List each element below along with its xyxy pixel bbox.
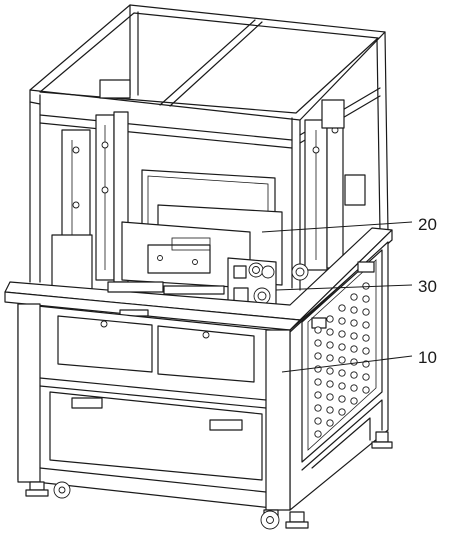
right-guide-rails — [304, 99, 366, 271]
upper-frame — [29, 4, 389, 291]
perforation-hole — [350, 371, 358, 379]
perforation-hole — [338, 343, 346, 351]
perforation-hole — [362, 321, 370, 329]
callout-label-10: 10 — [418, 348, 437, 367]
perforation-hole — [314, 365, 322, 373]
perforation-hole — [350, 358, 358, 366]
perforation-hole — [350, 306, 358, 314]
perforation-hole — [314, 326, 322, 334]
perforation-hole — [350, 345, 358, 353]
perforation-hole — [326, 380, 334, 388]
table-top — [4, 227, 393, 331]
perforation-hole — [362, 282, 370, 290]
perforation-hole — [362, 386, 370, 394]
perforation-hole — [350, 384, 358, 392]
perforation-hole — [350, 332, 358, 340]
perforation-hole — [362, 373, 370, 381]
perforation-hole — [362, 360, 370, 368]
perforation-hole — [338, 395, 346, 403]
perforation-hole — [314, 430, 322, 438]
perforation-hole — [362, 347, 370, 355]
left-guide-rails — [51, 79, 131, 291]
callout-label-20: 20 — [418, 215, 437, 234]
perforation-hole — [326, 315, 334, 323]
perforation-hole — [314, 352, 322, 360]
perforation-hole — [314, 404, 322, 412]
perforation-hole — [350, 397, 358, 405]
perforation-hole — [362, 308, 370, 316]
perforation-hole — [338, 369, 346, 377]
leader-20 — [261, 221, 413, 233]
perforation-hole — [326, 419, 334, 427]
perforation-hole — [314, 378, 322, 386]
perforation-hole — [314, 417, 322, 425]
perforation-hole — [326, 341, 334, 349]
leader-10 — [281, 355, 413, 373]
callout-leaders — [261, 221, 413, 373]
callout-label-30: 30 — [418, 277, 437, 296]
perforated-side-panel — [301, 249, 383, 463]
perforation-hole — [314, 339, 322, 347]
right-base-frame — [301, 399, 383, 471]
perforation-hole — [314, 391, 322, 399]
perforation-hole — [326, 367, 334, 375]
perforation-hole — [338, 408, 346, 416]
casters — [25, 431, 393, 530]
perforation-hole — [338, 317, 346, 325]
perforation-hole — [362, 334, 370, 342]
perforation-hole — [326, 393, 334, 401]
perforation-hole — [338, 330, 346, 338]
perforation-hole — [338, 382, 346, 390]
perforation-hole — [326, 328, 334, 336]
perforation-hole — [362, 295, 370, 303]
perforation-hole — [350, 293, 358, 301]
leader-30 — [275, 284, 413, 291]
perforation-hole — [338, 304, 346, 312]
perforation-hole — [338, 356, 346, 364]
perforation-hole — [350, 319, 358, 327]
perforation-hole — [326, 406, 334, 414]
perforation-hole — [326, 354, 334, 362]
